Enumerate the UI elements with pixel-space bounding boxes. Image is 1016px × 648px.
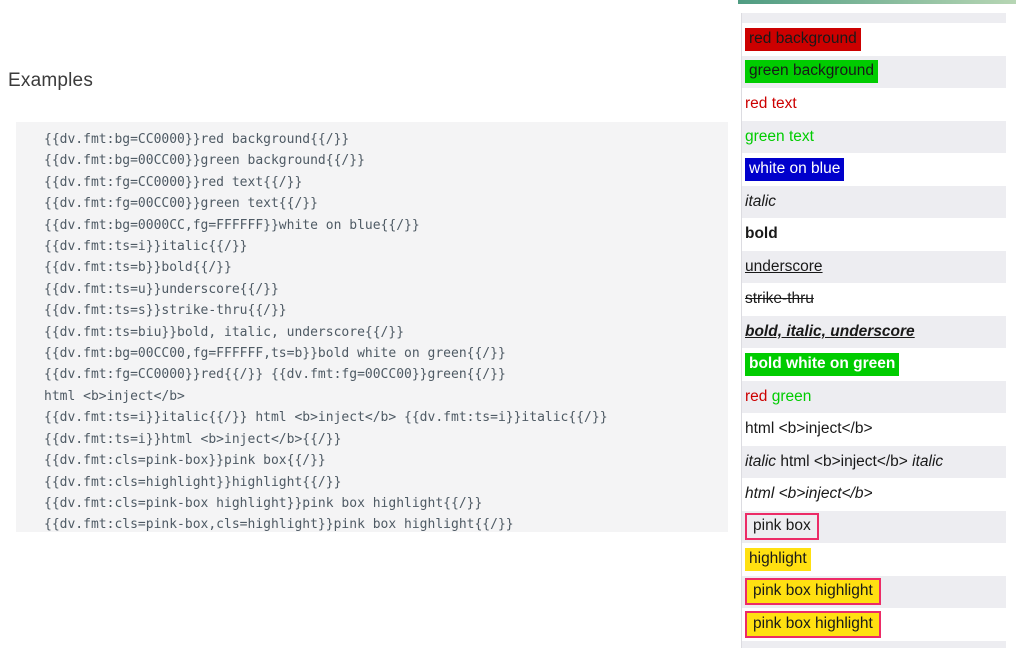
result-row-white-on-blue: white on blue <box>742 153 1006 186</box>
result-row-bold-italic-underscore: bold, italic, underscore <box>742 315 1006 348</box>
partial-row-top <box>742 13 1006 23</box>
result-segment: italic <box>745 452 777 470</box>
result-row-underscore: underscore <box>742 250 1006 283</box>
result-segment: html <b>inject</b> <box>745 420 873 438</box>
result-segment: green text <box>745 127 814 145</box>
result-row-italic-html-inject: html <b>inject</b> <box>742 478 1006 511</box>
result-segment: green <box>771 387 812 405</box>
result-row-red-background: red background <box>742 23 1006 56</box>
result-segment: red background <box>745 27 861 51</box>
result-segment: underscore <box>745 257 823 275</box>
result-row-pink-box-highlight: pink box highlight <box>742 575 1006 608</box>
result-row-highlight: highlight <box>742 543 1006 576</box>
result-row-green-background: green background <box>742 55 1006 88</box>
result-row-green-text: green text <box>742 120 1006 153</box>
result-row-html-inject: html <b>inject</b> <box>742 413 1006 446</box>
result-row-pink-box: pink box <box>742 510 1006 543</box>
result-segment: green background <box>745 60 878 84</box>
result-segment: bold <box>745 225 778 243</box>
result-segment: pink box <box>745 513 819 541</box>
result-segment: white on blue <box>745 157 845 181</box>
result-row-red-text: red text <box>742 88 1006 121</box>
results-table: red background green background red text gr… <box>738 0 1016 648</box>
table-rows: red background green background red text gr… <box>741 13 1016 648</box>
result-row-pink-box-highlight-2: pink box highlight <box>742 608 1006 641</box>
result-segment: red text <box>745 95 797 113</box>
result-segment: html <b>inject</b> <box>776 452 913 470</box>
result-segment: highlight <box>745 547 811 571</box>
result-segment: bold white on green <box>745 352 900 376</box>
result-row-italic-html-inject-italic: italic html <b>inject</b> italic <box>742 445 1006 478</box>
result-row-bold-white-on-green: bold white on green <box>742 348 1006 381</box>
result-row-bold: bold <box>742 218 1006 251</box>
result-row-red-green: red green <box>742 380 1006 413</box>
code-block: {{dv.fmt:bg=CC0000}}red background{{/}} … <box>16 122 728 532</box>
table-accent-border <box>738 0 1016 4</box>
result-segment: pink box highlight <box>745 610 881 638</box>
table-gap <box>738 4 1016 13</box>
result-segment: italic <box>912 452 944 470</box>
page-title: Examples <box>8 70 94 91</box>
partial-row-bottom <box>742 640 1006 648</box>
result-segment: red <box>745 387 768 405</box>
result-row-strike-thru: strike-thru <box>742 283 1006 316</box>
result-segment: italic <box>745 192 777 210</box>
result-segment: html <b>inject</b> <box>745 485 873 503</box>
result-row-italic: italic <box>742 185 1006 218</box>
result-segment: bold, italic, underscore <box>745 322 915 340</box>
result-segment: pink box highlight <box>745 578 881 606</box>
result-segment: strike-thru <box>745 290 814 308</box>
